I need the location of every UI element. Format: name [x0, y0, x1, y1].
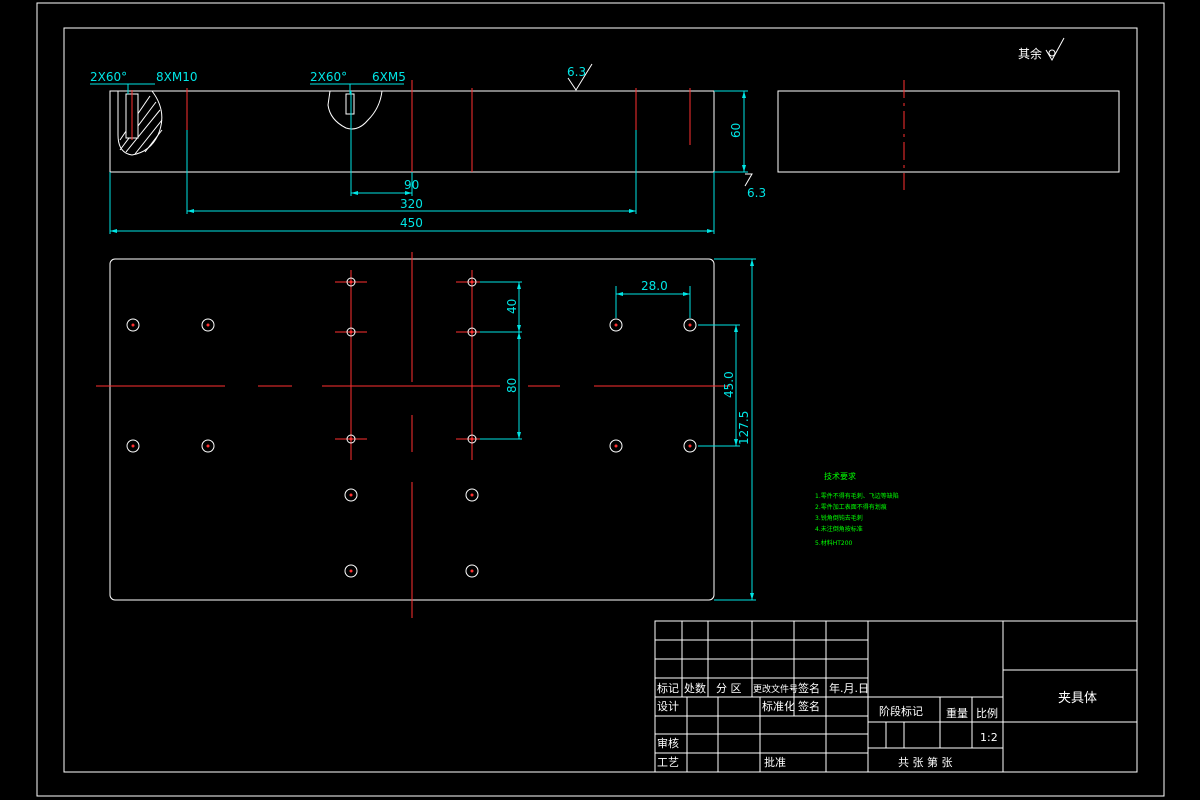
tech-note-item: 2.零件加工表面不得有划痕	[815, 503, 887, 511]
tech-note-item: 4.未注倒角按标准	[815, 525, 863, 533]
hole-center	[470, 330, 474, 334]
label-scale: 比例	[976, 706, 998, 720]
label-qianming2: 签名	[798, 699, 820, 713]
dim-45: 45.0	[722, 371, 736, 398]
outer-border	[36, 2, 1165, 797]
dim-320: 320	[400, 197, 423, 211]
tech-notes-title: 技术要求	[824, 471, 856, 481]
label-fenqu: 分 区	[716, 682, 742, 695]
hole	[344, 564, 358, 578]
hole-center	[688, 323, 692, 327]
front-view: 2X60° 8XM10 2X60° 6XM5 90 320 450 60 6.3…	[90, 63, 766, 234]
hole	[609, 439, 623, 453]
label-weight: 重量	[946, 706, 968, 720]
hole-center	[470, 437, 474, 441]
hole-center	[349, 493, 353, 497]
hole-center	[688, 444, 692, 448]
label-chushu: 处数	[684, 682, 706, 695]
hole	[201, 439, 215, 453]
roughness-symbol-icon	[1045, 37, 1065, 62]
label-sheets: 共 张 第 张	[898, 755, 953, 769]
dim-450: 450	[400, 216, 423, 230]
hole-center	[206, 323, 210, 327]
hole	[126, 318, 140, 332]
dim-90: 90	[404, 178, 419, 192]
dim-127-5: 127.5	[737, 411, 751, 445]
hole-center	[349, 569, 353, 573]
callout-left-chamfer: 2X60°	[90, 70, 127, 84]
tech-notes: 技术要求 1.零件不得有毛刺、飞边等缺陷 2.零件加工表面不得有划痕 3.锐角倒…	[815, 471, 899, 547]
hole-center	[614, 323, 618, 327]
hole	[467, 327, 477, 337]
dim-60: 60	[729, 123, 743, 138]
hole	[126, 439, 140, 453]
dim-40: 40	[505, 299, 519, 314]
hole	[201, 318, 215, 332]
roughness-side: 6.3	[747, 186, 766, 200]
hole-center	[470, 493, 474, 497]
label-genggai: 更改文件号	[753, 683, 798, 695]
callout-left-thread: 8XM10	[156, 70, 197, 84]
label-stage-mark: 阶段标记	[879, 704, 923, 718]
label-gongyi: 工艺	[657, 756, 679, 769]
callout-mid-thread: 6XM5	[372, 70, 406, 84]
roughness-note-label: 其余	[1018, 46, 1042, 61]
threaded-hole-mid	[345, 93, 355, 115]
hole	[609, 318, 623, 332]
hole	[346, 277, 356, 287]
side-view	[777, 80, 1120, 190]
label-sheji: 设计	[657, 700, 679, 713]
hole-center	[131, 323, 135, 327]
callout-mid-chamfer: 2X60°	[310, 70, 347, 84]
side-view-outline	[777, 90, 1120, 173]
dim-80: 80	[505, 378, 519, 393]
hole-center	[349, 437, 353, 441]
hole	[346, 434, 356, 444]
dim-28: 28.0	[641, 279, 668, 293]
label-qianming: 签名	[798, 681, 820, 695]
holes	[126, 277, 697, 578]
label-biaozhunhua: 标准化	[762, 699, 795, 713]
label-nianyueri: 年.月.日	[829, 681, 869, 695]
tech-note-item: 3.锐角倒钝去毛刺	[815, 514, 863, 522]
plan-view: 28.0 40 80 45.0 127.5	[96, 252, 756, 618]
part-name: 夹具体	[1058, 691, 1097, 706]
hole	[467, 434, 477, 444]
scale-value: 1:2	[980, 731, 998, 744]
hole-center	[470, 569, 474, 573]
hole-center	[349, 280, 353, 284]
roughness-symbol-icon	[567, 63, 753, 187]
label-shenhe: 审核	[657, 736, 679, 750]
inner-border	[63, 27, 1138, 773]
hole	[465, 564, 479, 578]
hole-center	[470, 280, 474, 284]
hole	[683, 439, 697, 453]
hole	[344, 488, 358, 502]
section-hatch-mid	[327, 90, 383, 130]
label-pizhun: 批准	[764, 755, 786, 769]
roughness-top: 6.3	[567, 65, 586, 79]
hole-center	[206, 444, 210, 448]
hole	[683, 318, 697, 332]
hole-center	[349, 330, 353, 334]
hole	[346, 327, 356, 337]
hole-center	[131, 444, 135, 448]
hole	[465, 488, 479, 502]
tech-note-item: 5.材料HT200	[815, 539, 853, 547]
hole	[467, 277, 477, 287]
title-block	[654, 620, 1138, 773]
tech-note-item: 1.零件不得有毛刺、飞边等缺陷	[815, 492, 899, 500]
hole-center	[614, 444, 618, 448]
label-biaoji: 标记	[657, 681, 679, 695]
